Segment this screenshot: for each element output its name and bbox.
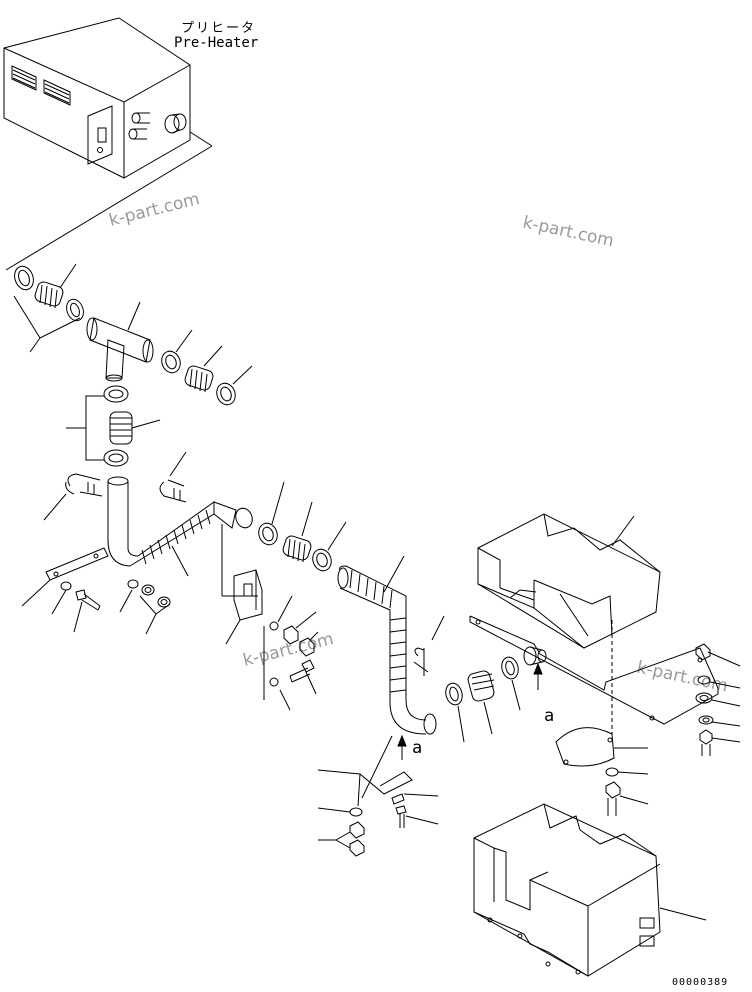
tee-right-clamps xyxy=(159,330,252,407)
vertical-hose-group xyxy=(66,386,160,466)
heater-pipe xyxy=(108,477,258,596)
u-bolt-middle xyxy=(160,452,186,502)
arrow-label-a-left: a xyxy=(412,738,423,758)
arrow-left xyxy=(398,736,406,760)
bracket-plate xyxy=(22,548,170,634)
long-bent-hose xyxy=(338,556,436,734)
right-hardware-stack xyxy=(696,644,740,756)
lower-bracket-cluster xyxy=(318,736,438,856)
pre-heater-box xyxy=(4,18,212,270)
battery-tray xyxy=(474,804,706,976)
vent-grille-left xyxy=(12,66,36,90)
side-panel-cover xyxy=(88,106,112,164)
vent-grille-right xyxy=(44,80,70,105)
middle-clamp-group xyxy=(256,482,346,573)
tee-joint xyxy=(87,302,153,381)
oval-cover-plate xyxy=(556,728,648,816)
title-english: Pre-Heater xyxy=(174,35,259,51)
arrow-label-a-right: a xyxy=(544,706,555,726)
mount-bracket xyxy=(226,570,318,710)
short-hose-1 xyxy=(34,280,65,308)
u-bolt-right xyxy=(414,616,444,676)
title-japanese: プリヒータ xyxy=(181,21,257,36)
top-clamp-group xyxy=(11,264,86,352)
pipe-connectors xyxy=(129,113,186,139)
drawing-number: 00000389 xyxy=(672,977,729,988)
tank-clamp-group xyxy=(443,647,546,742)
u-bolt-left xyxy=(44,474,102,520)
tank-cover xyxy=(470,514,718,760)
arrow-right xyxy=(534,664,542,690)
